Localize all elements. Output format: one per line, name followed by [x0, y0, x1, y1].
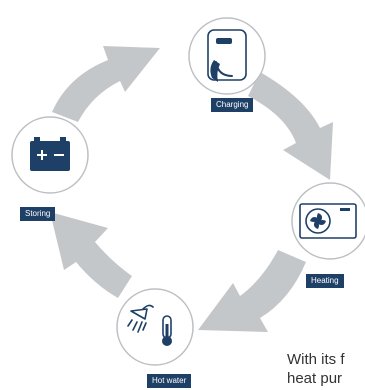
node-circle-hot-water	[116, 288, 194, 366]
body-text: With its f heat pur	[287, 350, 365, 390]
arrow-storing-to-charging	[52, 46, 160, 122]
arrow-charging-to-heating	[248, 72, 333, 180]
arrow-hotwater-to-storing	[50, 212, 132, 298]
wallbox-charger-icon	[207, 29, 247, 82]
label-charging: Charging	[211, 98, 254, 112]
label-heating: Heating	[306, 274, 344, 288]
node-charging	[188, 17, 266, 95]
arrow-heating-to-hotwater	[198, 250, 306, 332]
battery-icon	[30, 137, 70, 171]
label-storing: Storing	[20, 207, 56, 221]
heat-pump-icon	[299, 203, 357, 239]
body-text-line-1: With its f	[287, 351, 345, 368]
shower-thermometer-icon	[127, 304, 172, 346]
node-circle-heating	[291, 182, 365, 260]
cycle-arrows	[50, 46, 333, 332]
node-storing	[11, 116, 89, 194]
node-heating	[291, 182, 365, 260]
node-hot-water	[116, 288, 194, 366]
label-hot-water: Hot water	[147, 374, 192, 388]
body-text-line-2: heat pur	[287, 370, 343, 387]
